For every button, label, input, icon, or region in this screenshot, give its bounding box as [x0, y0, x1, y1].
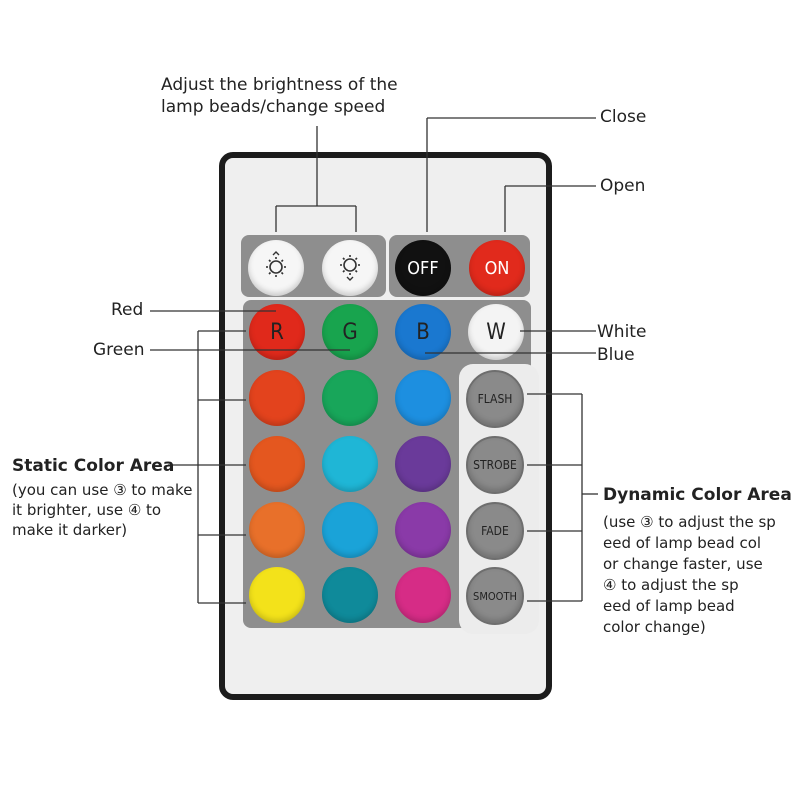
blue-annotation: Blue [597, 345, 635, 365]
close-annotation: Close [600, 107, 647, 127]
white-annotation: White [597, 322, 647, 342]
strobe-button[interactable]: STROBE [466, 436, 524, 494]
b-label: B [416, 319, 430, 345]
color-button-orange-red[interactable] [249, 370, 305, 426]
color-button-pink[interactable] [395, 567, 451, 623]
color-button-light-orange[interactable] [249, 502, 305, 558]
smooth-label: SMOOTH [473, 589, 517, 603]
color-button-sky-blue[interactable] [322, 502, 378, 558]
flash-label: FLASH [477, 392, 513, 406]
blue-button[interactable]: B [395, 304, 451, 360]
static-color-area-desc: (you can use ③ to make it brighter, use … [12, 481, 193, 539]
static-color-area-title: Static Color Area [12, 456, 175, 476]
off-label: OFF [407, 257, 439, 279]
g-label: G [342, 319, 358, 345]
brightness-annotation: Adjust the brightness of the lamp beads/… [161, 75, 398, 117]
on-label: ON [484, 257, 510, 279]
r-label: R [270, 319, 284, 345]
color-button-violet[interactable] [395, 502, 451, 558]
red-button[interactable]: R [249, 304, 305, 360]
sun-brightness-up-icon [261, 251, 291, 285]
brightness-down-button[interactable] [322, 240, 378, 296]
dynamic-color-area-desc: (use ③ to adjust the sp eed of lamp bead… [603, 513, 776, 636]
on-button[interactable]: ON [469, 240, 525, 296]
color-button-yellow[interactable] [249, 567, 305, 623]
dynamic-color-area-title: Dynamic Color Area [603, 485, 792, 505]
color-button-blue[interactable] [395, 370, 451, 426]
open-annotation: Open [600, 176, 646, 196]
color-button-orange[interactable] [249, 436, 305, 492]
green-annotation: Green [93, 340, 145, 360]
color-button-teal[interactable] [322, 567, 378, 623]
white-button[interactable]: W [468, 304, 524, 360]
w-label: W [486, 319, 506, 345]
sun-brightness-down-icon [335, 251, 365, 285]
flash-button[interactable]: FLASH [466, 370, 524, 428]
green-button[interactable]: G [322, 304, 378, 360]
color-button-green[interactable] [322, 370, 378, 426]
fade-button[interactable]: FADE [466, 502, 524, 560]
color-button-cyan[interactable] [322, 436, 378, 492]
brightness-up-button[interactable] [248, 240, 304, 296]
off-button[interactable]: OFF [395, 240, 451, 296]
strobe-label: STROBE [473, 458, 517, 472]
smooth-button[interactable]: SMOOTH [466, 567, 524, 625]
red-annotation: Red [111, 300, 144, 320]
fade-label: FADE [481, 524, 509, 538]
color-button-purple[interactable] [395, 436, 451, 492]
